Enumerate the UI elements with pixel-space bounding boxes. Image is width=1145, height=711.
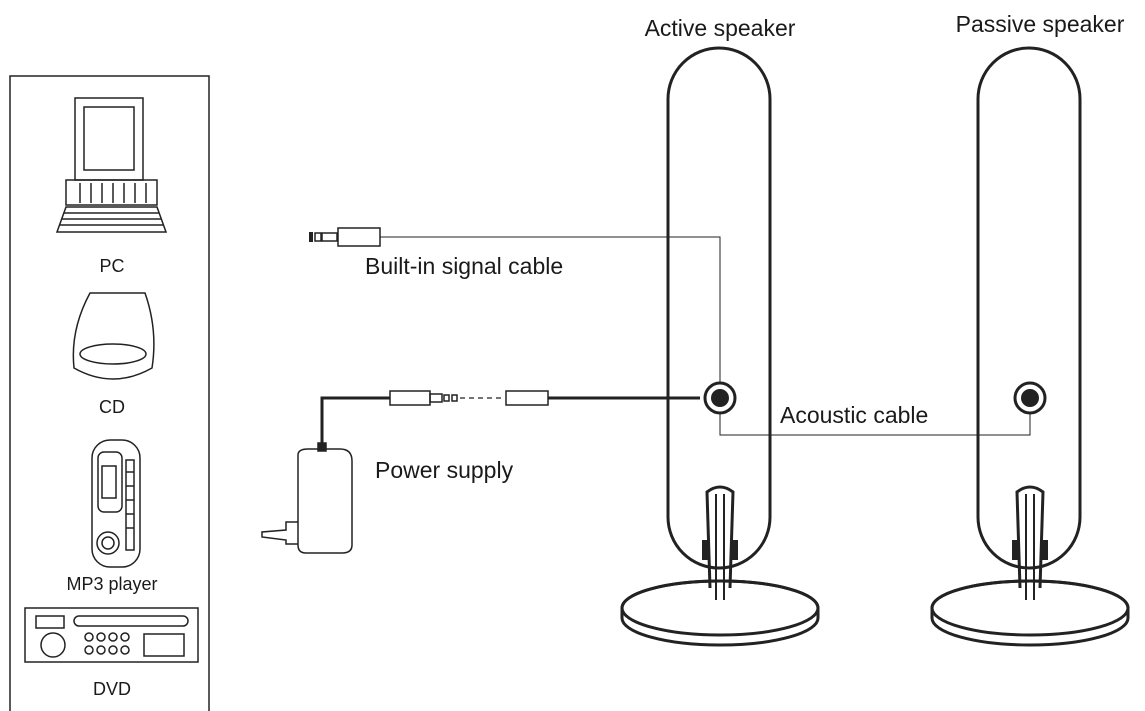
dvd-label: DVD [93, 679, 131, 699]
source-devices-panel: PC CD MP3 player [9, 75, 210, 711]
power-supply-adapter-icon [261, 442, 353, 554]
mp3-player-icon [91, 439, 141, 568]
active-speaker [620, 46, 820, 647]
cd-icon [72, 292, 155, 380]
acoustic-cable-label: Acoustic cable [780, 402, 928, 428]
signal-cable [309, 227, 1031, 436]
mp3-player-label: MP3 player [66, 574, 157, 594]
power-supply-label: Power supply [375, 457, 514, 483]
pc-label: PC [99, 256, 124, 276]
cd-label: CD [99, 397, 125, 417]
active-speaker-label: Active speaker [645, 15, 796, 41]
passive-speaker-label: Passive speaker [956, 11, 1125, 37]
pc-icon [55, 97, 168, 233]
passive-speaker [930, 46, 1130, 647]
power-cable [320, 390, 700, 447]
signal-cable-label: Built-in signal cable [365, 253, 563, 279]
dvd-icon [24, 607, 199, 663]
